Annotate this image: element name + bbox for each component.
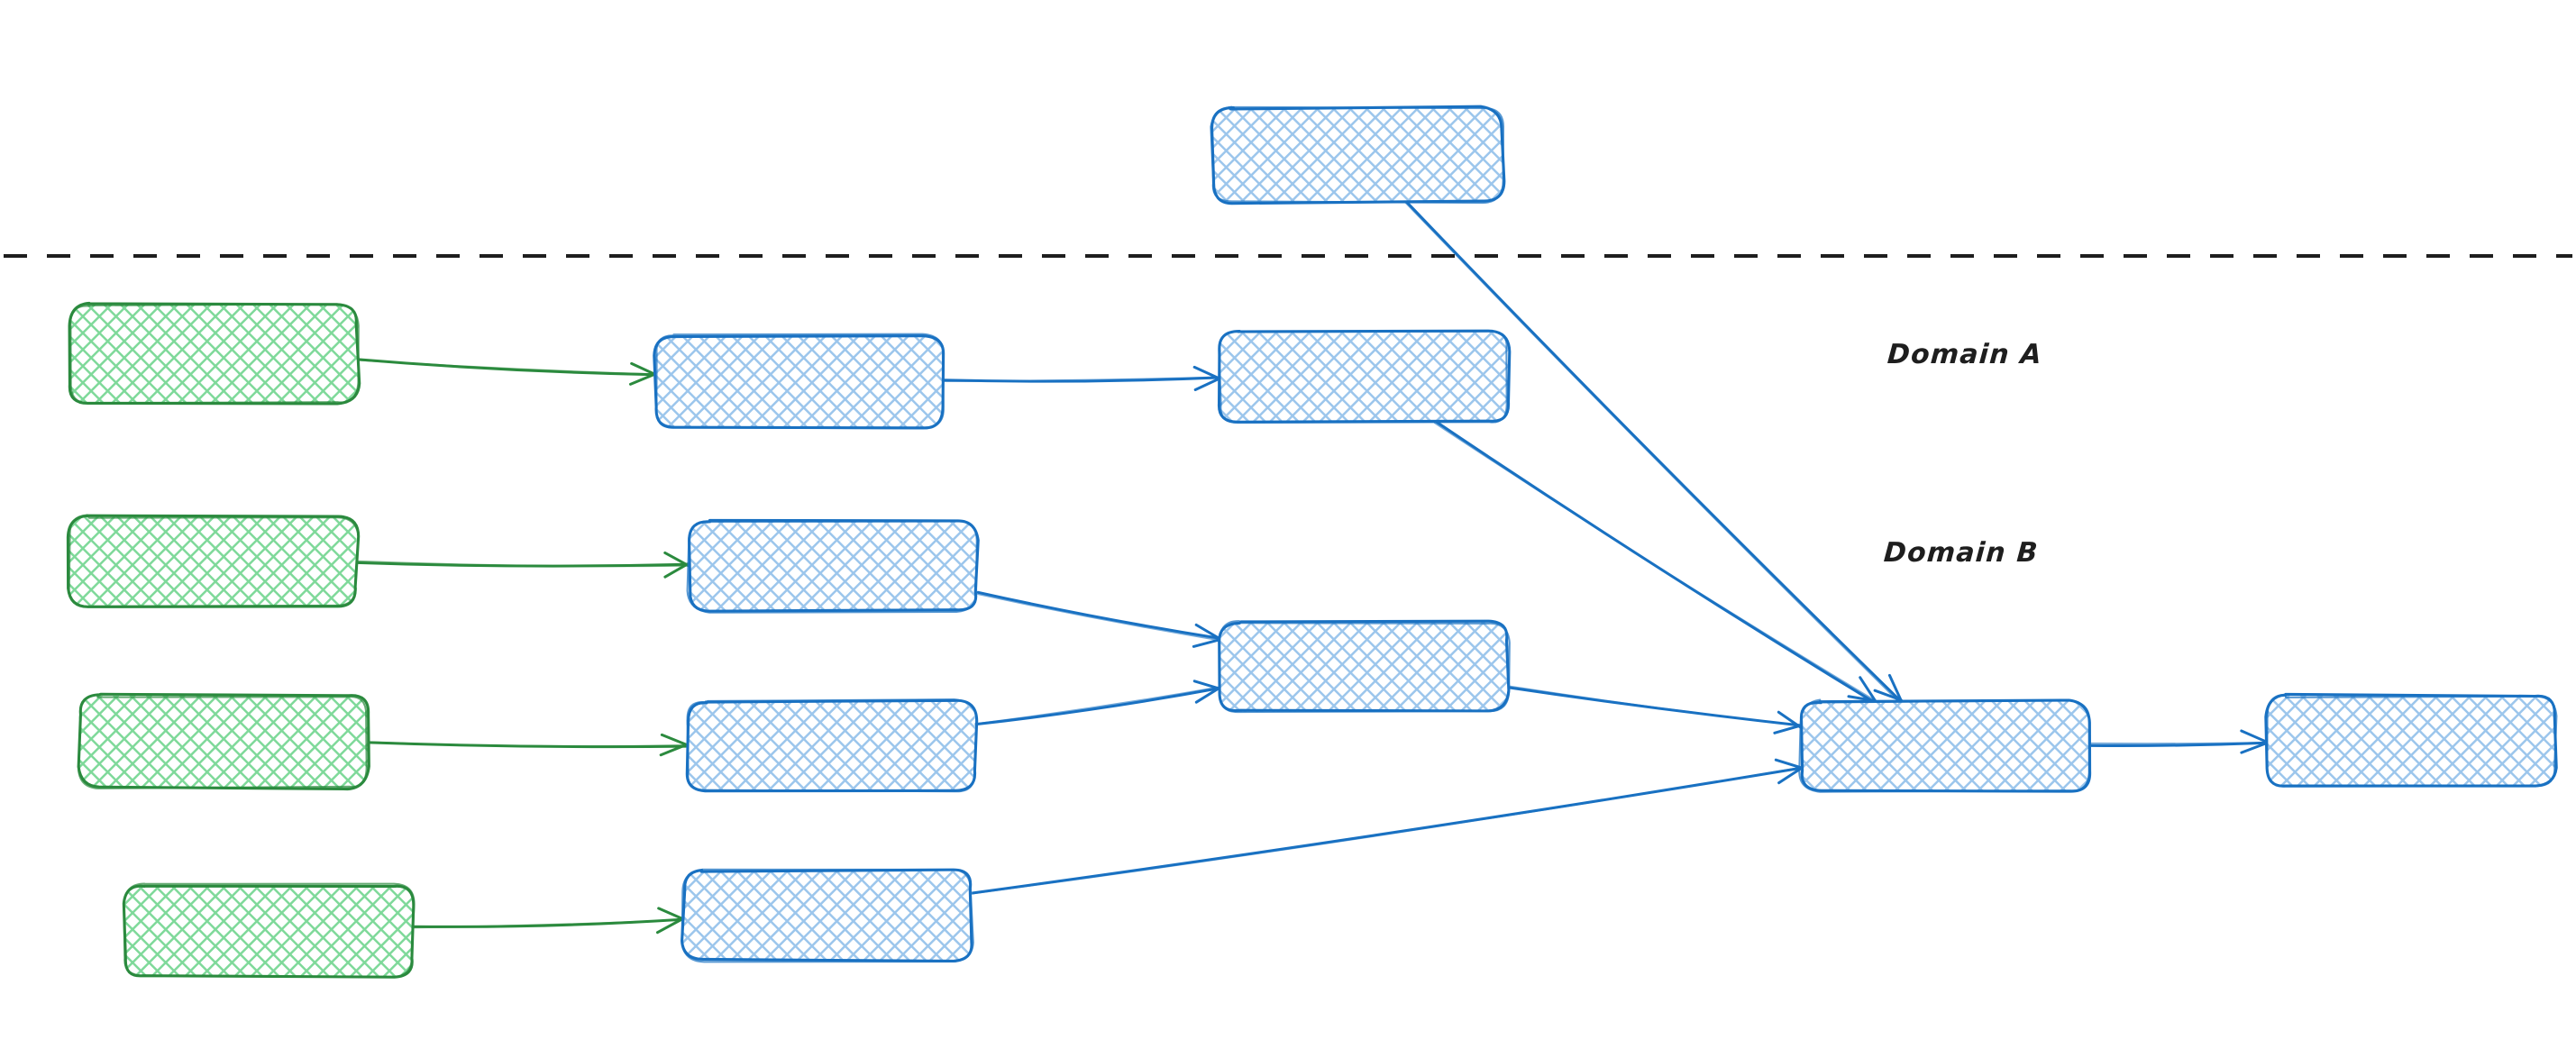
arrow-head [1193, 377, 1221, 391]
node-outline [686, 698, 978, 793]
node-layer [66, 105, 2558, 979]
node-n4[interactable] [1210, 105, 1506, 205]
edge-line [976, 590, 1221, 640]
node-fill [686, 700, 975, 791]
arrow-head [1847, 695, 1876, 702]
edge-e4[interactable] [1433, 420, 1877, 704]
arrow-head [1192, 638, 1221, 648]
edge-e12[interactable] [2087, 729, 2270, 754]
node-n1[interactable] [68, 301, 361, 406]
node-n12[interactable] [1798, 698, 2092, 793]
domain-a-label: Domain A [1886, 339, 2044, 370]
edge-line [1508, 685, 1802, 727]
node-outline [686, 520, 978, 614]
node-fill [123, 885, 414, 978]
node-outline [655, 333, 945, 430]
arrow-head [1773, 724, 1803, 734]
node-outline [1218, 330, 1508, 424]
arrow-head [2240, 741, 2270, 754]
arrow-head [663, 551, 690, 568]
domain-b-label: Domain B [1882, 537, 2040, 569]
edge-line [410, 917, 685, 928]
node-n10[interactable] [681, 868, 974, 963]
arrow-head [1194, 686, 1222, 704]
arrow-head [1887, 673, 1903, 702]
edge-e5[interactable] [355, 551, 690, 579]
node-outline [69, 303, 360, 405]
node-n7[interactable] [122, 882, 416, 979]
node-fill [68, 515, 357, 607]
edge-line [368, 741, 688, 748]
node-fill [1800, 701, 2089, 792]
edge-line [974, 686, 1220, 725]
edge-e8[interactable] [976, 590, 1221, 648]
node-outline [1210, 105, 1505, 205]
edge-line [969, 766, 1801, 895]
node-outline [1218, 620, 1511, 714]
arrow-head [2240, 729, 2268, 743]
arrow-head [628, 372, 658, 386]
arrow-head [1777, 710, 1803, 729]
node-outline [681, 868, 974, 963]
arrow-head [660, 733, 689, 746]
edge-line [969, 766, 1803, 895]
arrow-head [630, 361, 657, 377]
edge-e10[interactable] [1505, 685, 1804, 734]
edge-e1[interactable] [356, 358, 658, 386]
arrow-head [1192, 680, 1221, 690]
edge-line [412, 918, 683, 929]
edge-e7[interactable] [410, 907, 685, 935]
edge-e2[interactable] [941, 365, 1222, 391]
edge-line [977, 593, 1220, 642]
edge-line [1402, 199, 1901, 704]
arrow-head [1777, 766, 1803, 785]
edge-line [356, 560, 690, 568]
node-n3[interactable] [1217, 329, 1512, 424]
arrow-head [1873, 689, 1903, 702]
node-fill [1219, 330, 1509, 424]
edge-e9[interactable] [973, 680, 1222, 726]
edge-e6[interactable] [367, 733, 689, 757]
edge-e3[interactable] [1402, 199, 1903, 704]
arrow-head [1859, 676, 1877, 703]
edge-layer [355, 199, 2270, 935]
node-fill [78, 695, 369, 789]
edge-e11[interactable] [969, 758, 1803, 895]
node-fill [688, 520, 978, 611]
node-n8[interactable] [686, 518, 980, 614]
node-outline [1798, 698, 2090, 793]
node-n5[interactable] [66, 514, 361, 608]
node-outline [68, 514, 360, 607]
node-n13[interactable] [2264, 692, 2558, 788]
node-outline [123, 882, 416, 979]
edge-line [356, 359, 658, 376]
edge-line [1433, 422, 1877, 702]
node-fill [69, 304, 359, 405]
arrow-head [1194, 623, 1221, 641]
node-outline [77, 694, 368, 789]
node-fill [2266, 695, 2556, 786]
arrow-head [657, 907, 685, 921]
edge-line [941, 376, 1221, 383]
node-fill [654, 334, 944, 428]
arrow-head [663, 562, 690, 579]
node-fill [1219, 622, 1509, 713]
arrow-head [659, 743, 688, 757]
arrow-head [1774, 758, 1802, 770]
node-outline [2266, 693, 2558, 788]
node-n9[interactable] [685, 698, 979, 793]
node-n6[interactable] [77, 692, 370, 791]
node-fill [682, 870, 973, 962]
node-n2[interactable] [653, 333, 945, 430]
arrow-head [1192, 365, 1221, 380]
arrow-head [655, 917, 685, 935]
edge-line [1403, 199, 1903, 703]
node-n11[interactable] [1218, 619, 1511, 714]
node-fill [1211, 107, 1503, 203]
